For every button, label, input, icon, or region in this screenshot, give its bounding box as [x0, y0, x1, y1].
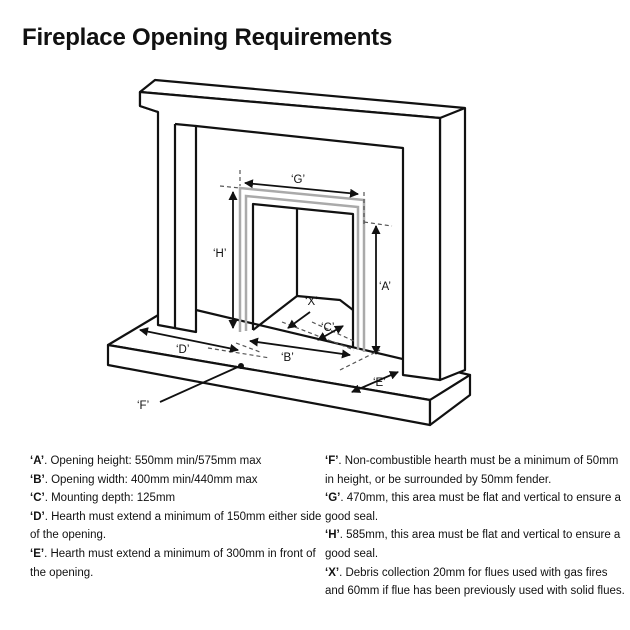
note-x: ‘X’. Debris collection 20mm for flues us… [325, 566, 625, 598]
arrow-x [287, 311, 311, 329]
leader-f [159, 365, 241, 403]
dimension-arrows [139, 179, 399, 403]
hearth-point [238, 363, 244, 369]
label-a: ‘A’ [379, 281, 391, 293]
note-e: ‘E’. Hearth must extend a minimum of 300… [30, 547, 316, 579]
label-f: ‘F’ [137, 400, 149, 412]
fireplace-diagram: ‘G’ ‘H’ ‘A’ ‘X’ ‘C’ ‘D’ ‘B’ ‘E’ ‘F’ [106, 78, 472, 427]
page-title: Fireplace Opening Requirements [22, 24, 393, 51]
label-b: ‘B’ [281, 352, 294, 364]
note-g: ‘G’. 470mm, this area must be flat and v… [325, 492, 621, 523]
mantel-surround [138, 78, 467, 382]
label-g: ‘G’ [291, 174, 305, 186]
label-d: ‘D’ [176, 344, 189, 356]
opening [251, 202, 355, 348]
arrow-d [139, 327, 239, 353]
label-x: ‘X’ [305, 296, 318, 308]
arrow-b [249, 337, 351, 359]
arrow-e [351, 371, 399, 393]
notes-right: ‘F’. Non-combustible hearth must be a mi… [325, 452, 625, 601]
note-c: ‘C’. Mounting depth: 125mm [30, 492, 176, 505]
label-h: ‘H’ [213, 248, 226, 260]
label-c: ‘C’ [321, 322, 334, 334]
label-e: ‘E’ [373, 377, 386, 389]
note-d: ‘D’. Hearth must extend a minimum of 150… [30, 510, 322, 542]
arrow-g [244, 179, 359, 198]
note-a: ‘A’. Opening height: 550mm min/575mm max [30, 455, 262, 467]
note-h: ‘H’. 585mm, this area must be flat and v… [325, 529, 621, 560]
note-f: ‘F’. Non-combustible hearth must be a mi… [325, 455, 619, 486]
note-b: ‘B’. Opening width: 400mm min/440mm max [30, 473, 258, 486]
notes-left: ‘A’. Opening height: 550mm min/575mm max… [30, 452, 330, 582]
